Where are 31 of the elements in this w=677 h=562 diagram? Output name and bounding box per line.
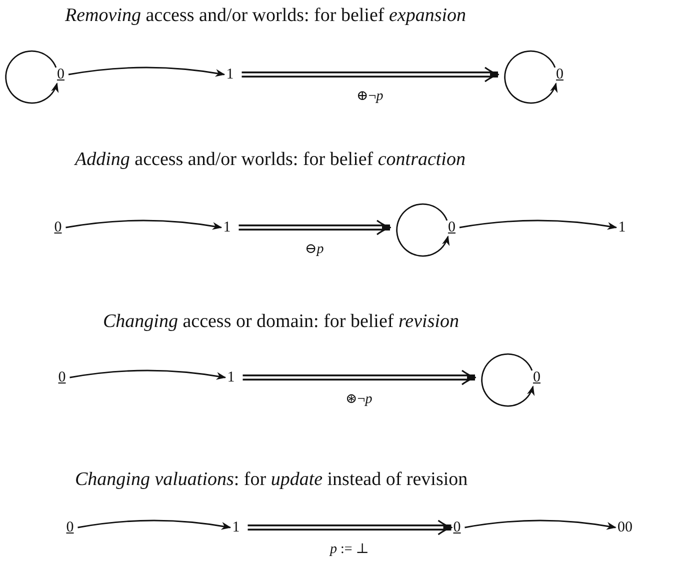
arrow <box>464 520 616 530</box>
world-label: 1 <box>232 520 240 536</box>
section-heading: Adding access and/or worlds: for belief contraction <box>75 150 466 169</box>
world-label: 0 <box>58 370 66 386</box>
loop-arrow <box>5 50 58 104</box>
world-label: 1 <box>618 220 626 236</box>
section-heading: Removing access and/or worlds: for belief expansion <box>65 6 466 25</box>
edge-label: ⊛¬p <box>344 392 374 406</box>
world-label: 0 <box>500 68 564 82</box>
world-label: 0 <box>1 68 64 82</box>
world-label: 0 <box>54 220 62 236</box>
section-heading: Changing valuations: for update instead of revision <box>75 470 468 489</box>
section-heading: Changing access or domain: for belief revision <box>103 312 459 331</box>
arrow <box>459 220 618 230</box>
edge-label: ⊕¬p <box>354 90 386 104</box>
arrow <box>78 520 232 530</box>
world-label: 1 <box>226 68 234 82</box>
loop-arrow <box>481 353 534 407</box>
arrow <box>68 66 226 77</box>
world-label: 0 <box>392 220 456 236</box>
world-label: 00 <box>618 520 632 536</box>
loop-arrow <box>396 203 449 257</box>
world-label: 0 <box>477 370 540 386</box>
edge-label: ⊖p <box>303 242 326 256</box>
world-label: 0 <box>66 520 74 536</box>
world-label: 1 <box>227 370 235 386</box>
arrow <box>66 220 222 230</box>
world-label: 0 <box>453 520 461 536</box>
world-label: 1 <box>223 220 231 236</box>
arrow <box>70 370 226 380</box>
loop-arrow <box>504 50 557 104</box>
